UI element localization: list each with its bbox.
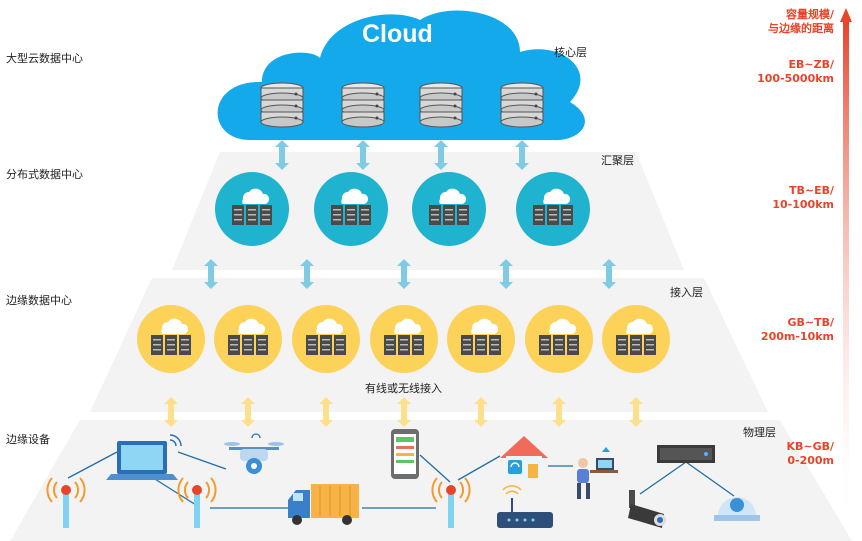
access-node-6 [525,305,593,373]
access-node-1 [137,305,205,373]
core-database-4 [500,82,544,128]
tier-label-edge-dc: 边缘数据中心 [6,294,72,307]
aggregation-node-4 [516,172,590,246]
cloud-label: Cloud [362,20,433,48]
access-node-5 [447,305,515,373]
tier-label-distributed-dc: 分布式数据中心 [6,168,83,181]
cloud-shape [217,10,585,141]
device-links [67,451,735,509]
layer-label-physical: 物理层 [743,426,776,439]
truck-icon [288,484,359,525]
capacity-size: EB~ZB/ [788,58,835,71]
tier-label-edge-devices: 边缘设备 [6,433,50,446]
scale-header-line2: 与边缘的距离 [768,22,834,35]
tier-label-cloud-dc: 大型云数据中心 [6,52,83,65]
aggregation-node-3 [412,172,486,246]
aggregation-node-1 [215,172,289,246]
access-note: 有线或无线接入 [365,382,442,395]
drone-icon [224,433,284,474]
capacity-size: GB~TB/ [787,316,834,329]
capacity-distance: 0-200m [787,454,834,467]
scale-gradient-arrow [840,8,852,532]
core-database-2 [341,82,385,128]
aggregation-node-2 [314,172,388,246]
capacity-aggregation: TB~EB/ 10-100km [772,184,834,212]
capacity-distance: 10-100km [772,198,834,211]
edge-server-icon [657,445,715,463]
capacity-size: TB~EB/ [788,184,834,197]
smartphone-icon [391,429,419,479]
capacity-distance: 200m-10km [760,330,834,343]
access-node-4 [370,305,438,373]
capacity-physical: KB~GB/ 0-200m [786,440,834,468]
capacity-core: EB~ZB/ 100-5000km [757,58,834,86]
capacity-access: GB~TB/ 200m-10km [761,316,834,344]
core-database-3 [419,82,463,128]
security-camera-icon [628,490,666,528]
scale-header-line1: 容量规模/ [785,8,834,21]
access-node-7 [602,305,670,373]
layer-label-aggregation: 汇聚层 [601,154,634,167]
laptop-icon [106,434,182,480]
layer-label-access: 接入层 [670,286,703,299]
layer-label-core: 核心层 [554,46,587,59]
access-node-3 [292,305,360,373]
scale-header: 容量规模/ 与边缘的距离 [768,8,834,36]
capacity-size: KB~GB/ [786,440,834,453]
dome-camera-icon [714,497,760,521]
smart-home-icon [500,436,548,478]
tier-band-physical [10,420,852,541]
office-worker-icon [577,447,618,499]
access-node-2 [214,305,282,373]
core-database-1 [260,82,304,128]
router-icon [497,485,553,528]
capacity-distance: 100-5000km [757,72,834,85]
